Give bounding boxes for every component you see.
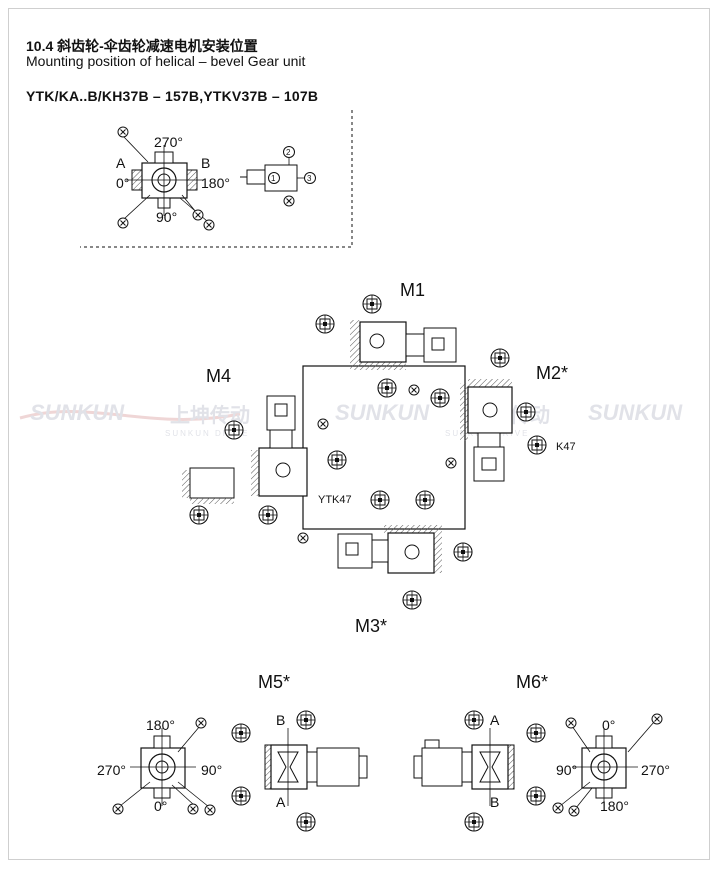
- title-english: Mounting position of helical – bevel Gea…: [26, 53, 306, 69]
- legend-box: 270° A 0° B 180° 90° 2 1 3: [80, 110, 353, 248]
- x-marker-icon: [117, 217, 129, 229]
- m5-label: M5*: [258, 672, 290, 692]
- num-2: 2: [286, 148, 291, 157]
- x-marker-icon: [187, 803, 199, 815]
- x-marker-icon: [283, 195, 295, 207]
- x-marker-icon: [568, 805, 580, 817]
- m3-label: M3*: [355, 616, 387, 636]
- x-marker-icon: [112, 803, 124, 815]
- position-m3: M3* YTK47: [297, 490, 473, 636]
- watermark-sub-1: SUNKUN DRIVE: [165, 429, 249, 438]
- x-marker-icon: [651, 713, 663, 725]
- angle-bottom-label: 90°: [156, 209, 177, 225]
- label-a: A: [116, 155, 126, 171]
- num-1: 1: [271, 174, 276, 183]
- x-marker-icon: [317, 418, 329, 430]
- m5-angle-right: 90°: [201, 762, 222, 778]
- m6-label-a: A: [490, 712, 500, 728]
- position-m4: M4: [182, 366, 347, 525]
- m6-angle-top: 0°: [602, 717, 615, 733]
- x-marker-icon: [408, 384, 420, 396]
- x-marker-icon: [565, 717, 577, 729]
- k47-label: K47: [556, 441, 576, 453]
- position-m6: M6* A B 0° 90° 270° 180°: [413, 672, 670, 832]
- m6-angle-right: 270°: [641, 762, 670, 778]
- x-marker-icon: [204, 804, 216, 816]
- watermark-brand-2: SUNKUN: [335, 400, 430, 425]
- m6-angle-bottom: 180°: [600, 798, 629, 814]
- x-marker-icon: [203, 219, 215, 231]
- angle-top-label: 270°: [154, 134, 183, 150]
- m1-label: M1: [400, 280, 425, 300]
- x-marker-icon: [192, 209, 204, 221]
- m5-angle-bottom: 0°: [154, 798, 167, 814]
- num-3: 3: [307, 174, 312, 183]
- watermark: SUNKUN 上坤传动 SUNKUN DRIVE SUNKUN 上坤传动 SUN…: [19, 400, 683, 438]
- angle-right-label: 180°: [201, 175, 230, 191]
- position-m1: M1: [315, 280, 457, 398]
- m5-label-b: B: [276, 712, 285, 728]
- x-marker-icon: [445, 457, 457, 469]
- m4-label: M4: [206, 366, 231, 386]
- m6-angle-left: 90°: [556, 762, 577, 778]
- m6-label-b: B: [490, 794, 499, 810]
- ytk47-label: YTK47: [318, 494, 352, 506]
- m5-angle-top: 180°: [146, 717, 175, 733]
- x-marker-icon: [297, 532, 309, 544]
- label-b: B: [201, 155, 210, 171]
- angle-left-label: 0°: [116, 175, 129, 191]
- title-chinese: 10.4 斜齿轮-伞齿轮减速电机安装位置: [26, 38, 258, 54]
- position-m5: M5* 180° 270° 90° 0° B A: [97, 672, 368, 832]
- x-marker-icon: [195, 717, 207, 729]
- page-frame: [8, 8, 710, 860]
- m6-label: M6*: [516, 672, 548, 692]
- watermark-brand-3: SUNKUN: [588, 400, 683, 425]
- m5-label-a: A: [276, 794, 286, 810]
- watermark-brand-1: SUNKUN: [30, 400, 125, 425]
- x-marker-icon: [117, 126, 129, 138]
- position-m2: M2* K47: [430, 348, 576, 482]
- model-range: YTK/KA..B/KH37B – 157B,YTKV37B – 107B: [26, 88, 319, 104]
- m5-angle-left: 270°: [97, 762, 126, 778]
- x-marker-icon: [552, 802, 564, 814]
- m2-label: M2*: [536, 363, 568, 383]
